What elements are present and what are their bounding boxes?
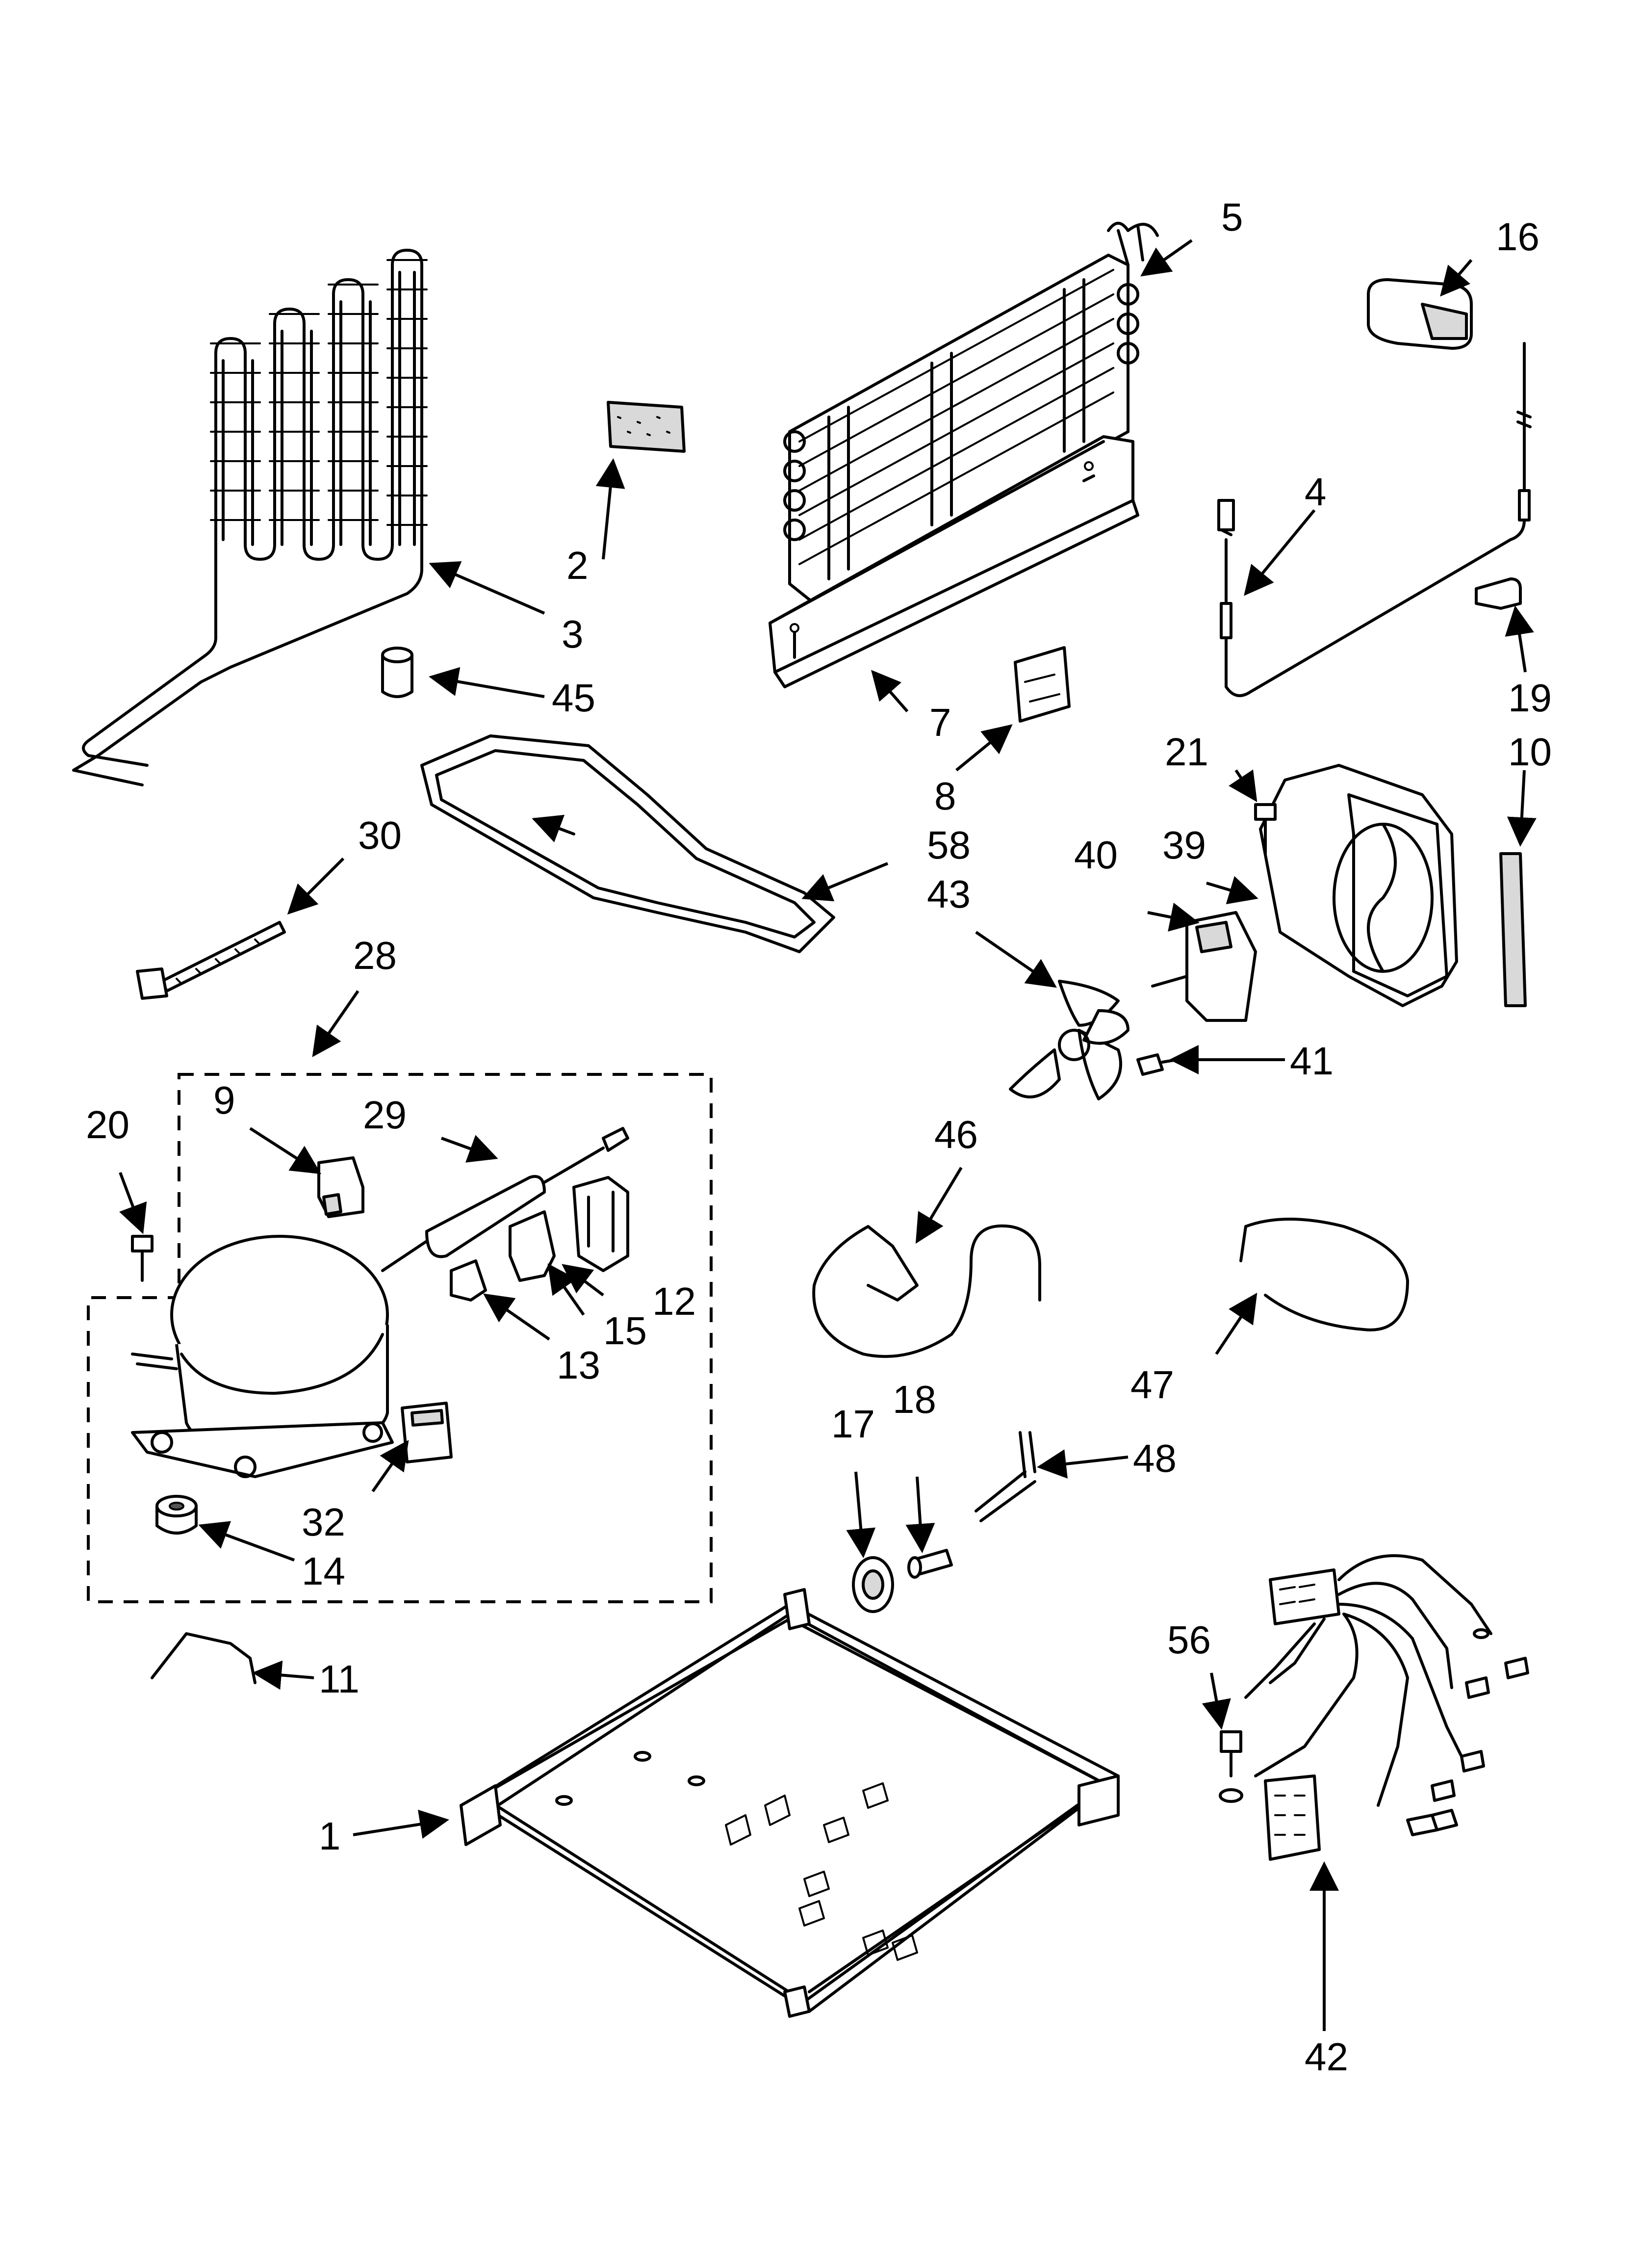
label-part-20: 20	[86, 1103, 129, 1147]
part-labels: 1 2 3 4 5 7 8 9 10 11 12 13 14 15 16 17 …	[86, 195, 1552, 2079]
label-part-17: 17	[831, 1402, 875, 1446]
wheel-part-17	[852, 1556, 894, 1613]
label-part-14: 14	[302, 1549, 345, 1593]
tube-part-47	[1239, 1218, 1409, 1331]
strip-part-10	[1499, 852, 1527, 1007]
screw-part-20	[131, 1235, 154, 1282]
compressor	[131, 1235, 394, 1478]
screw-part-21	[1254, 803, 1277, 855]
drain-pan	[420, 734, 835, 953]
drain-trough	[769, 435, 1139, 688]
relay-part-9	[317, 1156, 364, 1218]
leader-lines	[119, 239, 1537, 2031]
label-part-19: 19	[1508, 676, 1552, 720]
label-part-5: 5	[1221, 195, 1243, 239]
label-part-42: 42	[1305, 2035, 1348, 2079]
label-part-3: 3	[562, 612, 584, 656]
label-part-41: 41	[1290, 1039, 1334, 1083]
label-part-18: 18	[893, 1378, 936, 1421]
label-part-30: 30	[358, 813, 402, 857]
capacitor-part-32	[401, 1402, 453, 1463]
tube-part-48	[975, 1431, 1036, 1522]
label-part-48: 48	[1133, 1436, 1177, 1480]
label-part-28: 28	[353, 934, 397, 977]
filter-drier-part-29	[381, 1127, 629, 1272]
fan-shroud-part-39	[1259, 764, 1458, 1007]
fan-motor-part-40	[1151, 911, 1257, 1022]
grommet-part-14	[155, 1495, 198, 1535]
label-part-56: 56	[1167, 1618, 1211, 1662]
cable-tie-part-30	[136, 921, 286, 1000]
label-part-46: 46	[934, 1113, 978, 1156]
bracket-part-8	[1014, 646, 1071, 723]
screw-part-41	[1136, 1053, 1179, 1076]
cap-part-16	[1367, 278, 1473, 350]
label-part-45: 45	[552, 676, 595, 720]
label-part-39: 39	[1162, 823, 1206, 867]
label-part-13: 13	[557, 1343, 600, 1387]
wire-clip-part-11	[151, 1632, 257, 1684]
label-part-16: 16	[1496, 215, 1539, 259]
cover-part-12	[572, 1176, 629, 1272]
label-part-40: 40	[1074, 833, 1118, 877]
label-part-21: 21	[1165, 730, 1208, 774]
label-part-47: 47	[1130, 1363, 1174, 1407]
screw-part-56	[1219, 1730, 1243, 1803]
label-part-8: 8	[934, 774, 956, 818]
label-part-7: 7	[929, 701, 951, 744]
label-part-11: 11	[319, 1657, 359, 1701]
label-part-1: 1	[319, 1814, 341, 1858]
wire-harness-part-42	[1244, 1554, 1529, 1861]
axle-part-18	[907, 1549, 953, 1579]
label-part-32: 32	[302, 1500, 345, 1544]
sensor-wire-part-4	[1217, 342, 1532, 697]
label-part-4: 4	[1305, 470, 1327, 514]
tube-part-46	[812, 1224, 1041, 1358]
label-part-10: 10	[1508, 730, 1552, 774]
condenser-coil	[72, 249, 428, 786]
clip-part-19	[1475, 577, 1522, 610]
fan-blade-part-43	[1009, 980, 1129, 1100]
base-frame	[460, 1588, 1120, 2018]
label-part-9: 9	[213, 1078, 235, 1122]
label-part-15: 15	[603, 1309, 647, 1353]
cylinder-part-45	[381, 647, 413, 698]
label-part-29: 29	[363, 1093, 407, 1137]
label-part-58: 58	[927, 823, 971, 867]
label-part-2: 2	[566, 544, 589, 587]
label-part-12: 12	[652, 1279, 696, 1323]
terminal-part-13	[450, 1259, 487, 1302]
pad-part-2	[607, 401, 686, 453]
overload-part-15	[509, 1210, 556, 1282]
label-part-43: 43	[927, 872, 971, 916]
